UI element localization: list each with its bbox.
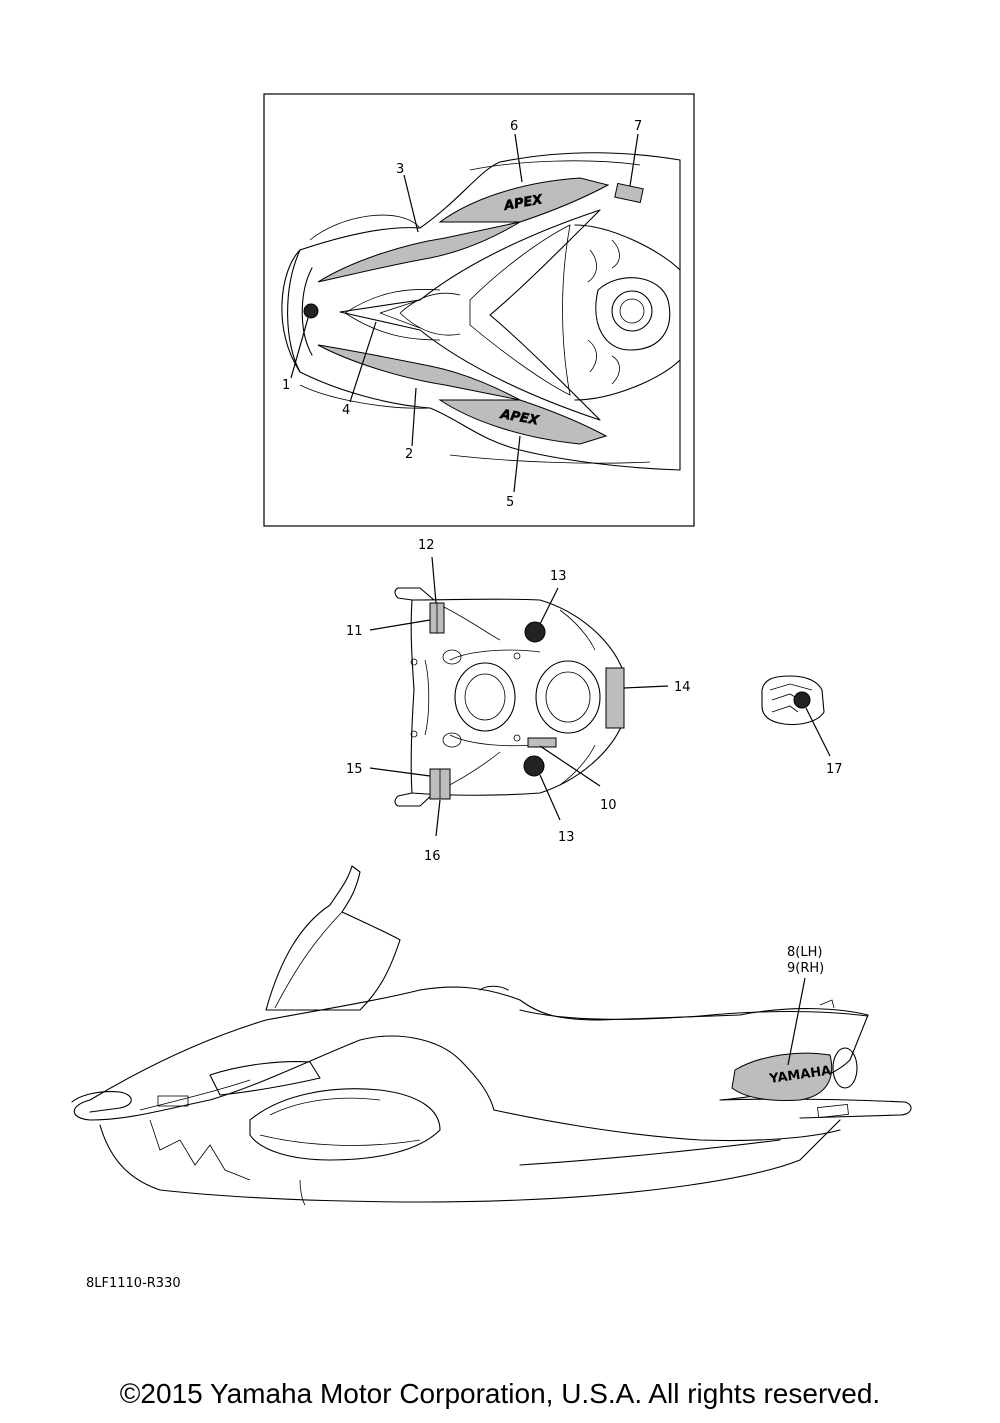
hood-center-panel	[469, 224, 571, 396]
console-cup-left	[454, 662, 516, 732]
tunnel-line	[493, 1109, 841, 1142]
callout-9: 9(RH)	[787, 961, 824, 976]
callout-14: 14	[674, 680, 691, 695]
callout-5: 5	[506, 495, 514, 510]
windshield-inner	[274, 911, 343, 1009]
decal-5-lower-apex	[438, 399, 608, 445]
front-suspension	[149, 1119, 306, 1206]
callout-3: 3	[396, 162, 404, 177]
part-17-outline	[761, 675, 825, 726]
seat	[519, 1009, 869, 1020]
decal-10-small-label	[527, 737, 557, 748]
gauge-ring	[611, 290, 653, 332]
hood-inset: APEX APEX 6 7 3 1 4 2 5	[263, 93, 695, 527]
gauge-inner	[619, 298, 645, 324]
console-cup-right	[535, 660, 601, 734]
callout-11: 11	[346, 624, 363, 639]
decal-7-small-label	[614, 182, 644, 204]
callout-6: 6	[510, 119, 518, 134]
callout-2: 2	[405, 447, 413, 462]
lower-body	[99, 1119, 841, 1203]
side-panel-lines	[139, 1079, 421, 1146]
callout-13-lower: 13	[558, 830, 575, 845]
console-handles	[394, 587, 435, 807]
hood-vent	[209, 1061, 321, 1096]
callout-15: 15	[346, 762, 363, 777]
snowmobile-side-view: YAMAHA 8(LH) 9(RH)	[71, 865, 912, 1206]
copyright-notice: ©2015 Yamaha Motor Corporation, U.S.A. A…	[119, 1378, 881, 1409]
windshield	[265, 865, 401, 1011]
rear-bumper	[719, 1098, 912, 1119]
diagram-code: 8LF1110-R330	[86, 1276, 181, 1291]
handlebar	[479, 985, 509, 991]
decal-2-lower-stripe	[317, 344, 521, 401]
decal-5-text: APEX	[498, 407, 540, 429]
decal-13-emblem-lower	[523, 755, 545, 777]
callout-7: 7	[634, 119, 642, 134]
inset-frame	[263, 93, 695, 527]
hood-side	[73, 1035, 495, 1121]
console-fins	[439, 604, 596, 791]
front-bumper	[71, 1091, 132, 1113]
front-tag	[157, 1095, 189, 1107]
body-upper	[89, 986, 869, 1101]
hood-side-lines	[299, 160, 651, 464]
callout-16: 16	[424, 849, 441, 864]
callout-17: 17	[826, 762, 843, 777]
dash-outline	[574, 224, 681, 401]
rear-rack	[819, 999, 835, 1009]
decal-1-emblem	[303, 303, 319, 319]
console-pin-2	[410, 730, 418, 738]
callout-1: 1	[282, 378, 290, 393]
console-pin-4	[513, 734, 521, 742]
hood-ridge	[339, 209, 601, 421]
console-knob-bottom	[442, 732, 462, 748]
console-pin-1	[410, 658, 418, 666]
console-pin-3	[513, 652, 521, 660]
part-17-view: 17	[761, 675, 843, 777]
tail-light	[832, 1047, 858, 1089]
decal-3-upper-stripe	[317, 221, 521, 283]
running-board	[519, 1139, 781, 1166]
callout-10: 10	[600, 798, 617, 813]
callout-8: 8(LH)	[787, 945, 822, 960]
callout-4: 4	[342, 403, 350, 418]
decal-14-rear-label	[605, 667, 625, 729]
hood-outline	[287, 152, 681, 471]
dash-vents	[587, 239, 620, 385]
callout-13-upper: 13	[550, 569, 567, 584]
decal-6-upper-apex	[438, 177, 610, 223]
hood-nose	[281, 249, 313, 373]
decal-6-text: APEX	[502, 192, 544, 214]
hood-vent-lines	[344, 289, 461, 341]
decal-8-9-side-logo	[731, 1052, 833, 1101]
callout-12: 12	[418, 538, 435, 553]
console-knob-top	[442, 649, 462, 665]
side-panel-vent	[249, 1088, 441, 1161]
decal-13-emblem-upper	[524, 621, 546, 643]
console-view: 12 11 13 14 15 10 13 16	[346, 538, 691, 864]
console-cup-right-inner	[545, 671, 591, 723]
console-cup-left-inner	[464, 673, 506, 721]
decal-17-emblem	[793, 691, 811, 709]
rear-tag	[817, 1104, 849, 1118]
console-outline	[410, 598, 623, 796]
